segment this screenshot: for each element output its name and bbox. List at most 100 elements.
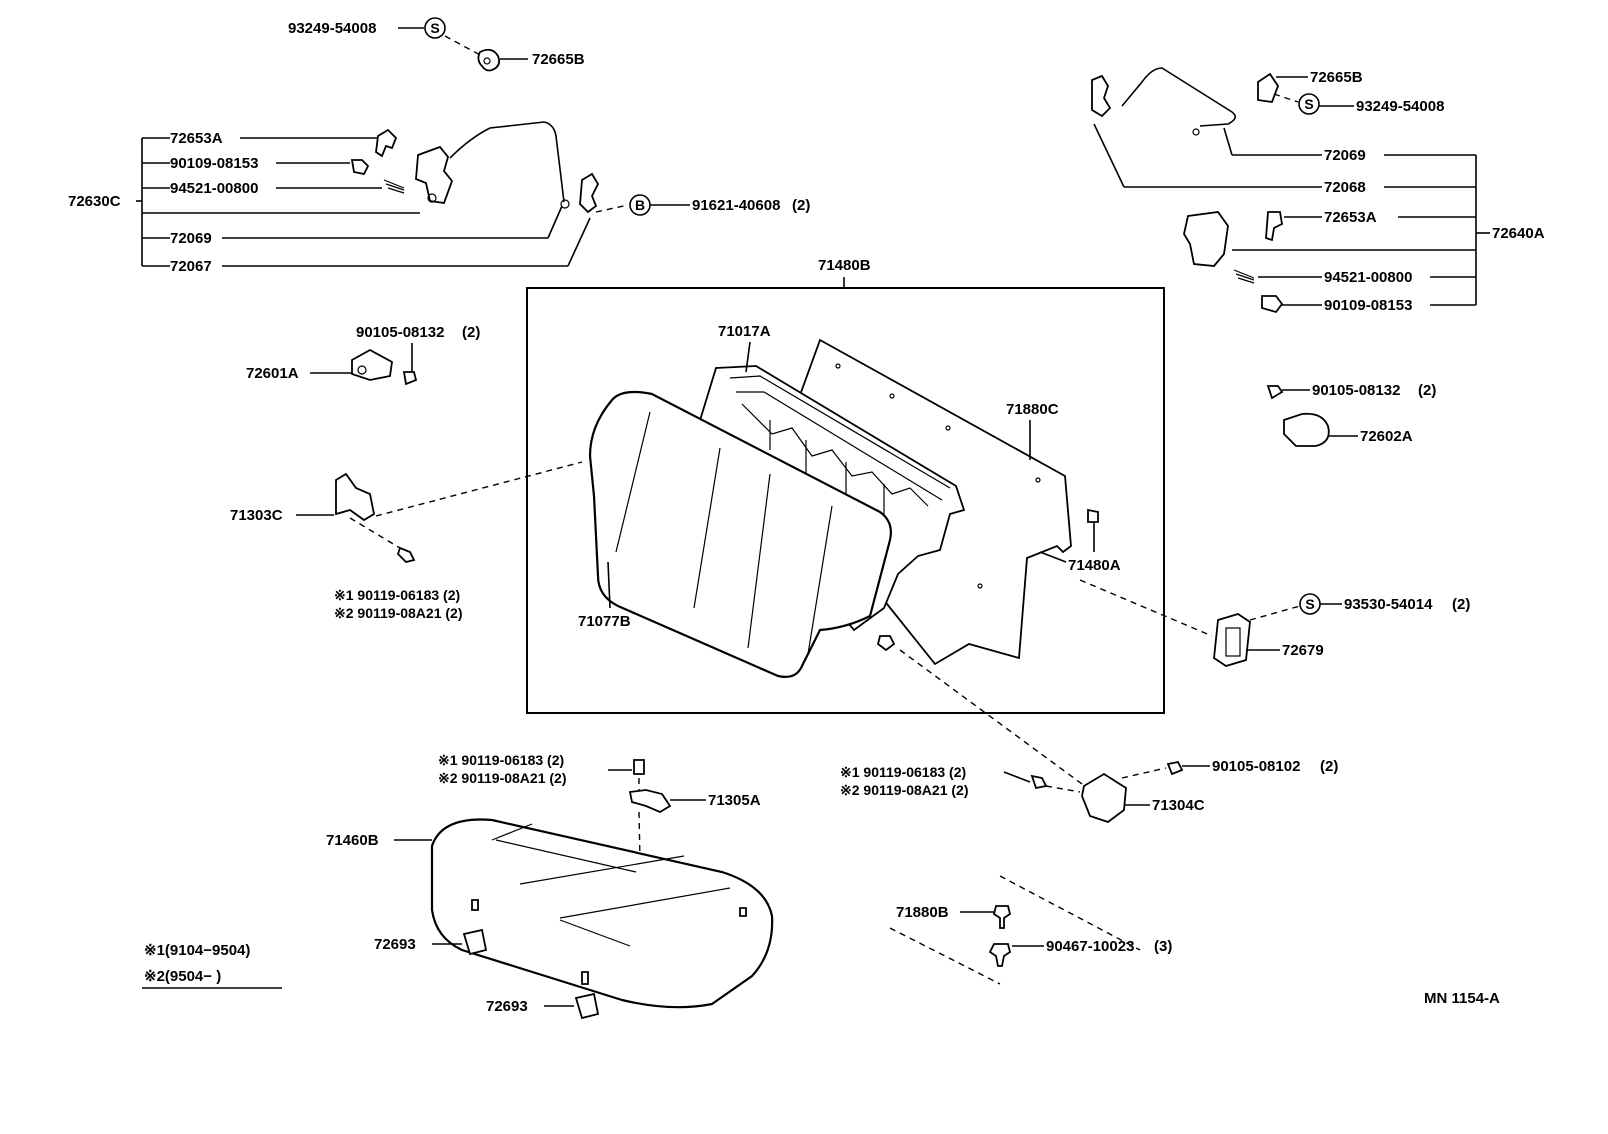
right-hinge-group: 90105-08132 (2) 72602A xyxy=(1266,382,1436,447)
lever-72653a-shape xyxy=(375,128,398,158)
leader-line xyxy=(1093,123,1125,188)
label-91621-qty: (2) xyxy=(792,197,810,214)
cover-72679-group: S 93530-54014 (2) 72679 xyxy=(1213,593,1470,667)
label-72067[interactable]: 72067 xyxy=(170,258,212,275)
label-90105-left-qty: (2) xyxy=(462,324,480,341)
latch-body-shape xyxy=(415,145,454,204)
label-90109-08153-left[interactable]: 90109-08153 xyxy=(170,155,258,172)
floor-plate-group: 71880B 90467-10023 (3) xyxy=(889,875,1172,985)
label-71480a[interactable]: 71480A xyxy=(1068,557,1121,574)
cable-72069-shape xyxy=(449,121,565,203)
label-72602a[interactable]: 72602A xyxy=(1360,428,1413,445)
label-71880b[interactable]: 71880B xyxy=(896,904,949,921)
dashed-leader xyxy=(349,517,401,549)
cushion-hook xyxy=(739,907,747,917)
label-93249-54008-top[interactable]: 93249-54008 xyxy=(288,20,376,37)
cable-72069-right-shape xyxy=(1121,67,1236,127)
label-72068[interactable]: 72068 xyxy=(1324,179,1366,196)
hinge-72601a-shape xyxy=(351,348,393,381)
board-hole xyxy=(977,583,983,589)
cushion-hook xyxy=(471,899,479,911)
label-93530-qty: (2) xyxy=(1452,596,1470,613)
clip-72665b-right-shape xyxy=(1257,72,1280,103)
bracket-71305a-shape xyxy=(628,789,672,814)
dashed-leader xyxy=(1249,605,1301,621)
label-72665b-right[interactable]: 72665B xyxy=(1310,69,1363,86)
legend-note-2: ※2(9504− ) xyxy=(144,968,221,985)
cushion-stitching xyxy=(491,823,731,947)
label-90105-08132-right[interactable]: 90105-08132 xyxy=(1312,382,1400,399)
bolt-90109-shape xyxy=(350,159,370,176)
bolt-right-shape xyxy=(1266,385,1284,400)
board-hole xyxy=(1035,477,1041,483)
latch-body-right-shape xyxy=(1183,211,1229,267)
hinge-72602a-shape xyxy=(1283,412,1330,447)
label-right-bolt-2[interactable]: ※2 90119-08A21 (2) xyxy=(840,782,968,798)
dashed-leader xyxy=(595,204,629,213)
label-72679[interactable]: 72679 xyxy=(1282,642,1324,659)
assembly-box xyxy=(526,287,1165,714)
label-72640a[interactable]: 72640A xyxy=(1492,225,1545,242)
right-latch-assembly: 72665B S 93249-54008 72069 72068 72653A … xyxy=(1091,67,1545,314)
lever-72653a-right-shape xyxy=(1265,211,1283,242)
label-72665b-top[interactable]: 72665B xyxy=(532,51,585,68)
latch-hole xyxy=(427,193,437,203)
label-72653a-right[interactable]: 72653A xyxy=(1324,209,1377,226)
left-bracket-71303c-group: 71303C ※1 90119-06183 (2) ※2 90119-08A21… xyxy=(230,461,583,621)
fastener-71480a-shape xyxy=(1087,508,1099,523)
fastener-71480a-group: 71480A xyxy=(1039,508,1213,637)
label-72069-left[interactable]: 72069 xyxy=(170,230,212,247)
label-72693-b[interactable]: 72693 xyxy=(486,998,528,1015)
clip-72665b-shape xyxy=(477,48,501,72)
label-mid-bolt-1[interactable]: ※1 90119-06183 (2) xyxy=(438,752,564,768)
leader-line xyxy=(607,561,611,609)
s-callout-text: S xyxy=(430,20,439,36)
lower-hook-shape xyxy=(876,635,896,652)
label-90105-08132-left[interactable]: 90105-08132 xyxy=(356,324,444,341)
label-left-bolt-2[interactable]: ※2 90119-08A21 (2) xyxy=(334,605,462,621)
label-mid-bolt-2[interactable]: ※2 90119-08A21 (2) xyxy=(438,770,566,786)
label-91621-40608[interactable]: 91621-40608 xyxy=(692,197,780,214)
legend: ※1(9104−9504) ※2(9504− ) xyxy=(142,942,282,989)
hook-72693-a-shape xyxy=(462,928,488,956)
leader-line xyxy=(547,205,563,239)
label-94521-00800-left[interactable]: 94521-00800 xyxy=(170,180,258,197)
dashed-leader xyxy=(444,35,483,57)
label-71304c[interactable]: 71304C xyxy=(1152,797,1205,814)
label-71460b[interactable]: 71460B xyxy=(326,832,379,849)
dashed-leader xyxy=(1273,93,1299,103)
label-72069-right[interactable]: 72069 xyxy=(1324,147,1366,164)
spring-94521-shape xyxy=(383,179,405,194)
label-71017a[interactable]: 71017A xyxy=(718,323,771,340)
label-71880c[interactable]: 71880C xyxy=(1006,401,1059,418)
label-90109-08153-right[interactable]: 90109-08153 xyxy=(1324,297,1412,314)
label-left-bolt-1[interactable]: ※1 90119-06183 (2) xyxy=(334,587,460,603)
dashed-leader xyxy=(638,811,641,861)
label-72653a-left[interactable]: 72653A xyxy=(170,130,223,147)
board-hole xyxy=(945,425,951,431)
label-93530-54014[interactable]: 93530-54014 xyxy=(1344,596,1433,613)
dashed-leader xyxy=(1121,767,1167,779)
label-right-bolt-1[interactable]: ※1 90119-06183 (2) xyxy=(840,764,966,780)
label-71077b[interactable]: 71077B xyxy=(578,613,631,630)
right-bracket-71304c-group: ※1 90119-06183 (2) ※2 90119-08A21 (2) 71… xyxy=(840,649,1338,824)
label-93249-54008-right[interactable]: 93249-54008 xyxy=(1356,98,1444,115)
label-71480b[interactable]: 71480B xyxy=(818,257,871,274)
label-90467-10023[interactable]: 90467-10023 xyxy=(1046,938,1134,955)
frame-internal-structure xyxy=(729,375,951,516)
label-94521-00800-right[interactable]: 94521-00800 xyxy=(1324,269,1412,286)
label-71303c[interactable]: 71303C xyxy=(230,507,283,524)
cable-end xyxy=(560,199,570,209)
dashed-leader xyxy=(1045,785,1081,793)
label-72693-a[interactable]: 72693 xyxy=(374,936,416,953)
label-90105-08102[interactable]: 90105-08102 xyxy=(1212,758,1300,775)
bolt-shape xyxy=(633,759,645,775)
s-callout-circle xyxy=(424,17,446,39)
spring-94521-right-shape xyxy=(1233,269,1255,284)
dashed-leader xyxy=(899,649,1083,785)
label-72630c[interactable]: 72630C xyxy=(68,193,121,210)
label-71305a[interactable]: 71305A xyxy=(708,792,761,809)
bolt-90105-08102-shape xyxy=(1166,760,1184,776)
label-72601a[interactable]: 72601A xyxy=(246,365,299,382)
dashed-leader xyxy=(375,461,583,517)
